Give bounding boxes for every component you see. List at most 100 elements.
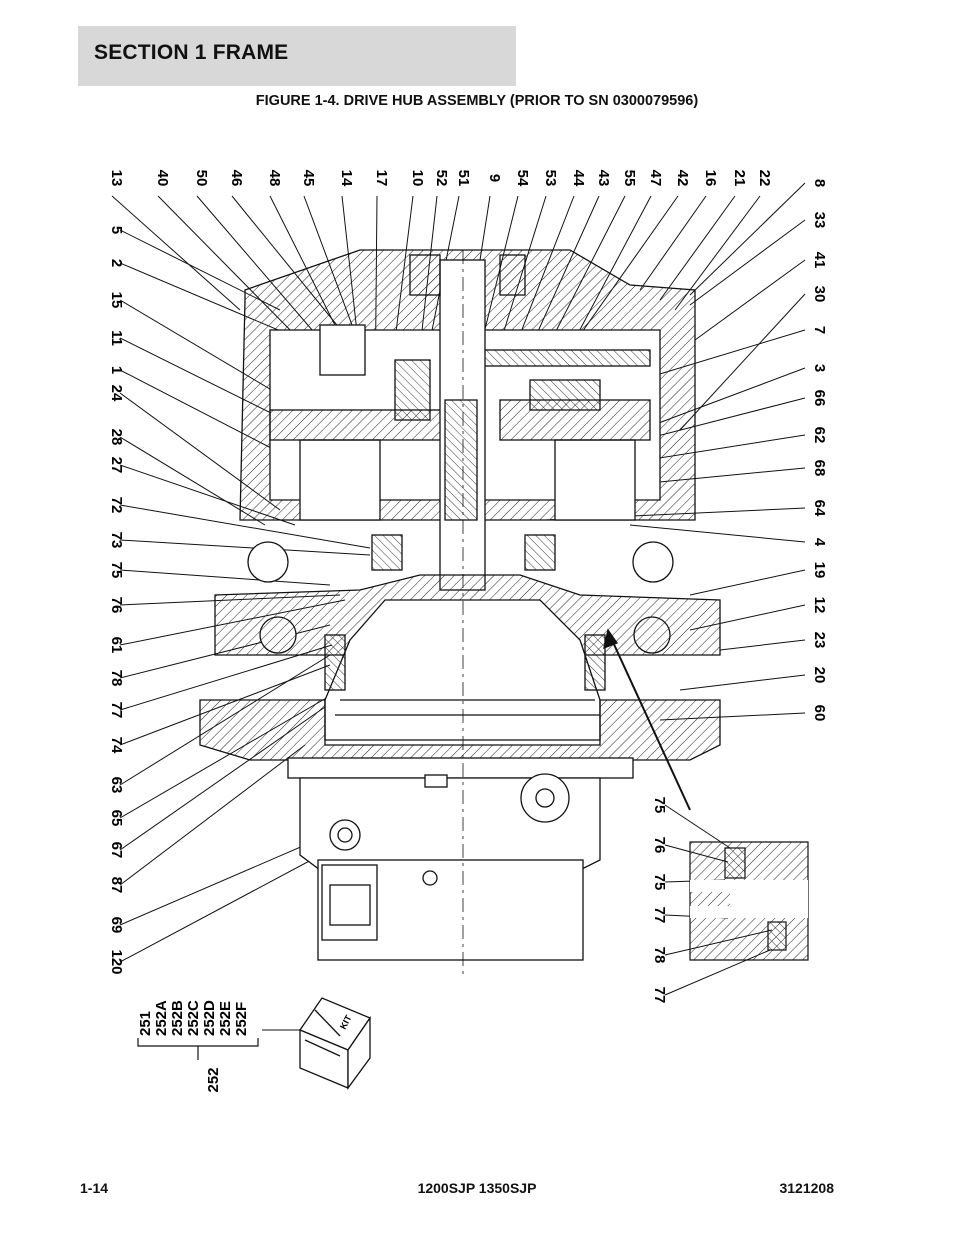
callout-left-1: 69 bbox=[108, 917, 125, 934]
leader-line bbox=[689, 182, 806, 296]
kit-item-252F: 252F bbox=[233, 1002, 250, 1036]
callout-right-13: 23 bbox=[811, 632, 828, 649]
callout-left-7: 77 bbox=[108, 702, 125, 719]
callout-right-2: 41 bbox=[811, 252, 828, 269]
callout-top-8: 10 bbox=[409, 170, 426, 187]
leader-line bbox=[119, 744, 306, 886]
callout-right-14: 20 bbox=[811, 667, 828, 684]
callout-right-0: 8 bbox=[811, 179, 828, 187]
callout-top-7: 17 bbox=[373, 170, 390, 187]
page-number: 1-14 bbox=[80, 1180, 109, 1196]
callout-detail-4: 78 bbox=[651, 947, 668, 964]
callout-left-10: 76 bbox=[108, 597, 125, 614]
callout-right-11: 19 bbox=[811, 562, 828, 579]
callout-right-15: 60 bbox=[811, 705, 828, 722]
callout-left-12: 73 bbox=[108, 532, 125, 549]
callout-top-3: 46 bbox=[228, 170, 245, 187]
callout-left-15: 28 bbox=[108, 429, 125, 446]
callout-top-13: 53 bbox=[542, 170, 559, 187]
callout-left-9: 61 bbox=[108, 637, 125, 654]
callout-top-16: 55 bbox=[621, 170, 638, 187]
leader-line bbox=[119, 504, 371, 549]
callout-top-17: 47 bbox=[647, 170, 664, 187]
callout-detail-5: 77 bbox=[651, 987, 668, 1004]
kit-item-252C: 252C bbox=[185, 1000, 202, 1036]
callout-detail-0: 75 bbox=[651, 797, 668, 814]
leader-line bbox=[119, 569, 331, 586]
figure-title: FIGURE 1-4. DRIVE HUB ASSEMBLY (PRIOR TO… bbox=[255, 93, 699, 109]
callout-right-8: 68 bbox=[811, 460, 828, 477]
callout-top-2: 50 bbox=[193, 170, 210, 187]
callout-right-7: 62 bbox=[811, 427, 828, 444]
kit-bracket bbox=[137, 1038, 259, 1060]
callout-top-21: 22 bbox=[756, 170, 773, 187]
callout-top-12: 54 bbox=[514, 170, 531, 187]
callout-top-10: 51 bbox=[455, 170, 472, 187]
callout-left-4: 65 bbox=[108, 810, 125, 827]
callout-left-21: 5 bbox=[108, 226, 125, 234]
callout-left-20: 2 bbox=[108, 259, 125, 267]
callout-top-0: 13 bbox=[108, 170, 125, 187]
callout-left-14: 27 bbox=[108, 457, 125, 474]
callout-left-3: 67 bbox=[108, 842, 125, 859]
detail-inset bbox=[689, 841, 809, 961]
callout-top-1: 40 bbox=[154, 170, 171, 187]
callout-left-0: 120 bbox=[108, 949, 125, 974]
kit-group-number: 252 bbox=[205, 1067, 222, 1092]
leader-line bbox=[659, 195, 736, 301]
leader-line bbox=[629, 524, 806, 543]
document-number: 3121208 bbox=[779, 1180, 834, 1196]
callout-top-19: 16 bbox=[702, 170, 719, 187]
callout-right-4: 7 bbox=[811, 326, 828, 334]
callout-right-5: 3 bbox=[811, 364, 828, 372]
kit-item-252E: 252E bbox=[217, 1001, 234, 1036]
model-number: 1200SJP 1350SJP bbox=[417, 1180, 537, 1196]
callout-right-12: 12 bbox=[811, 597, 828, 614]
leader-line bbox=[639, 195, 707, 291]
kit-item-251: 251 bbox=[137, 1011, 154, 1036]
leader-line bbox=[119, 539, 371, 556]
leader-line bbox=[111, 195, 241, 311]
callout-left-6: 74 bbox=[108, 737, 125, 754]
callout-left-2: 87 bbox=[108, 877, 125, 894]
callout-top-14: 44 bbox=[570, 170, 587, 187]
section-header: SECTION 1 FRAME bbox=[78, 26, 516, 86]
callout-top-15: 43 bbox=[595, 170, 612, 187]
callout-left-11: 75 bbox=[108, 562, 125, 579]
callout-top-11: 9 bbox=[486, 174, 503, 182]
callout-top-4: 48 bbox=[266, 170, 283, 187]
leader-line bbox=[664, 804, 731, 849]
callout-right-10: 4 bbox=[811, 538, 828, 547]
callout-top-6: 14 bbox=[338, 170, 355, 187]
leader-line bbox=[119, 849, 331, 963]
callout-left-16: 24 bbox=[108, 385, 125, 402]
callout-detail-3: 77 bbox=[651, 907, 668, 924]
hub-assembly bbox=[199, 249, 721, 975]
kit-item-252B: 252B bbox=[169, 1000, 186, 1036]
leader-line bbox=[689, 219, 806, 306]
callout-top-18: 42 bbox=[674, 170, 691, 187]
leader-line bbox=[694, 259, 806, 341]
callout-detail-2: 75 bbox=[651, 874, 668, 891]
leader-line bbox=[719, 639, 806, 651]
kit-box-icon bbox=[299, 997, 371, 1090]
callout-left-5: 63 bbox=[108, 777, 125, 794]
leader-line bbox=[119, 644, 333, 711]
kit-item-252A: 252A bbox=[153, 1000, 170, 1036]
leader-line bbox=[679, 674, 806, 691]
callout-left-18: 11 bbox=[108, 330, 125, 346]
section-title: SECTION 1 FRAME bbox=[94, 41, 289, 64]
kit-item-252D: 252D bbox=[201, 1000, 218, 1036]
callout-right-1: 33 bbox=[811, 212, 828, 229]
callout-left-19: 15 bbox=[108, 292, 125, 309]
callout-right-9: 64 bbox=[811, 500, 828, 517]
callout-top-9: 52 bbox=[433, 170, 450, 187]
callout-right-3: 30 bbox=[811, 286, 828, 303]
callout-detail-1: 76 bbox=[651, 837, 668, 854]
callout-right-6: 66 bbox=[811, 390, 828, 407]
callout-left-17: 1 bbox=[108, 366, 125, 374]
callout-left-8: 78 bbox=[108, 670, 125, 687]
callout-top-5: 45 bbox=[300, 170, 317, 187]
